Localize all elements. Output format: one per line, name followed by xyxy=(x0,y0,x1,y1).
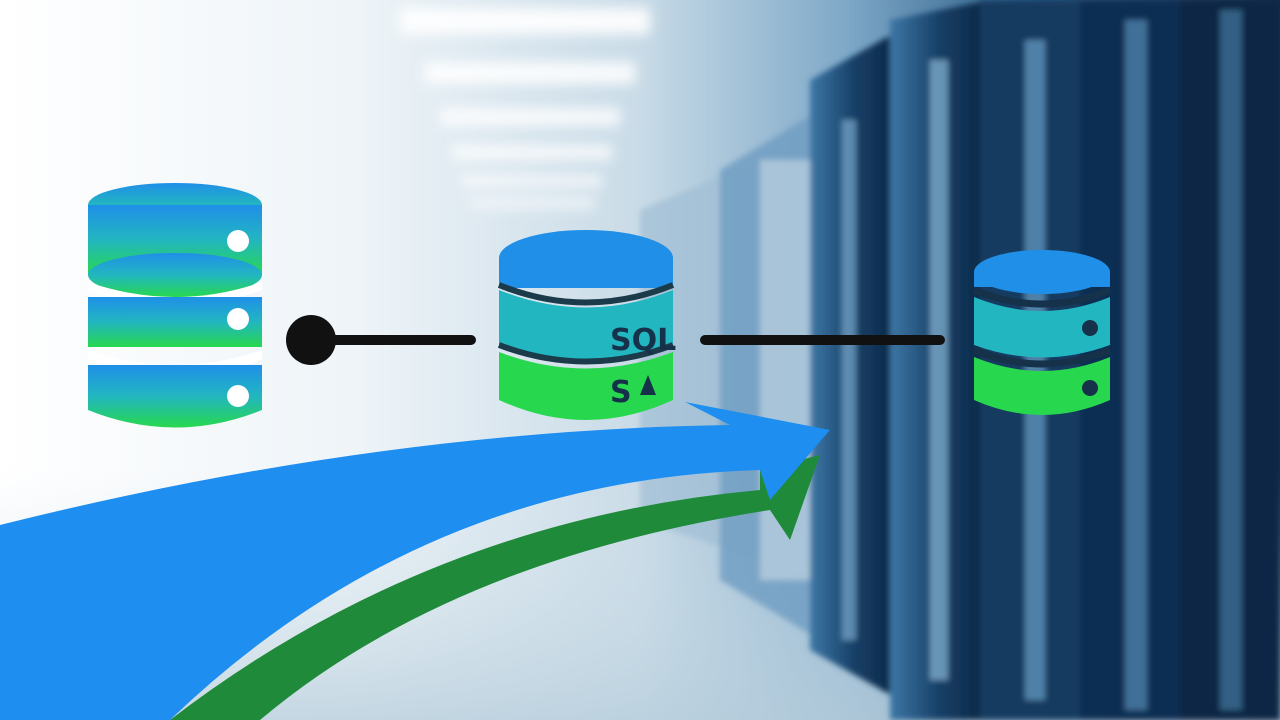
sql-glyph-icon xyxy=(640,375,656,395)
sql-label: SQL xyxy=(610,323,676,358)
migration-arrow xyxy=(0,402,830,720)
target-database-icon xyxy=(972,250,1112,415)
source-database-icon xyxy=(88,183,262,428)
connector-left xyxy=(286,315,476,365)
ceiling-lights xyxy=(400,8,650,208)
sql-database-icon: SQL S xyxy=(497,230,676,420)
connector-right xyxy=(700,335,945,345)
sql-label-secondary: S xyxy=(610,375,632,410)
